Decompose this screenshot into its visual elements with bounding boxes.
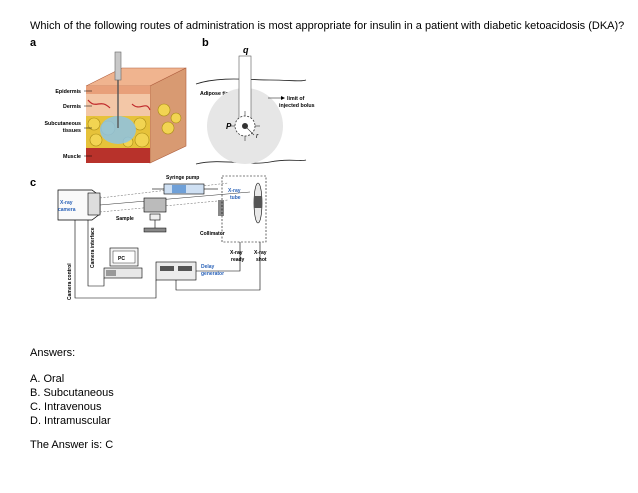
label-xray-ready-2: ready — [231, 257, 245, 263]
label-xray-tube-1: X-ray — [228, 188, 241, 194]
label-limit-2: injected bolus — [279, 103, 315, 109]
label-q: q — [243, 45, 249, 55]
bolus-diagram: q Adipose tissue P r limit of injected b… — [195, 45, 315, 165]
label-dermis: Dermis — [63, 104, 81, 110]
label-epidermis: Epidermis — [55, 89, 81, 95]
label-r: r — [256, 133, 259, 140]
label-sample: Sample — [116, 216, 134, 222]
label-xray-ready-1: X-ray — [230, 250, 243, 256]
label-syringe-pump: Syringe pump — [166, 175, 199, 181]
label-adipose: Adipose tissue — [200, 91, 238, 97]
label-xray-shot-2: shot — [256, 257, 267, 263]
xray-setup-diagram: X-ray camera Syringe pump Sample Collima… — [57, 175, 267, 300]
label-xray-tube-2: tube — [230, 195, 241, 201]
option-b: B. Subcutaneous — [30, 387, 114, 399]
label-p: P — [226, 122, 232, 131]
options-list: A. Oral B. Subcutaneous C. Intravenous D… — [30, 372, 114, 428]
label-camera-control: Camera control — [67, 263, 73, 300]
answer-text: The Answer is: C — [30, 439, 114, 451]
injected-bolus — [100, 116, 136, 144]
label-muscle: Muscle — [63, 154, 81, 160]
label-xray-shot-1: X-ray — [254, 250, 267, 256]
panel-b-letter: b — [202, 37, 209, 49]
label-subcutaneous-1: Subcutaneous — [45, 121, 82, 127]
option-c: C. Intravenous — [30, 401, 102, 413]
label-xray-camera-2: camera — [58, 207, 76, 213]
label-xray-camera-1: X-ray — [60, 200, 73, 206]
label-camera-interface: Camera interface — [90, 227, 96, 268]
label-delay-gen-1: Delay — [201, 264, 215, 270]
panel-a-letter: a — [30, 37, 37, 49]
needle — [114, 51, 122, 81]
label-limit-1: limit of — [287, 96, 305, 102]
label-collimator: Collimator — [200, 231, 225, 237]
label-pc: PC — [118, 256, 125, 262]
option-a: A. Oral — [30, 373, 65, 385]
label-delay-gen-2: generator — [201, 271, 224, 277]
label-subcutaneous-2: tissues — [63, 128, 81, 134]
question-text: Which of the following routes of adminis… — [30, 20, 625, 32]
option-d: D. Intramuscular — [30, 415, 111, 427]
skin-diagram: Epidermis Dermis Subcutaneous tissues Mu… — [45, 51, 187, 164]
answers-heading: Answers: — [30, 347, 76, 359]
figure: a b c Epidermi — [30, 37, 315, 300]
panel-c-letter: c — [30, 177, 36, 189]
